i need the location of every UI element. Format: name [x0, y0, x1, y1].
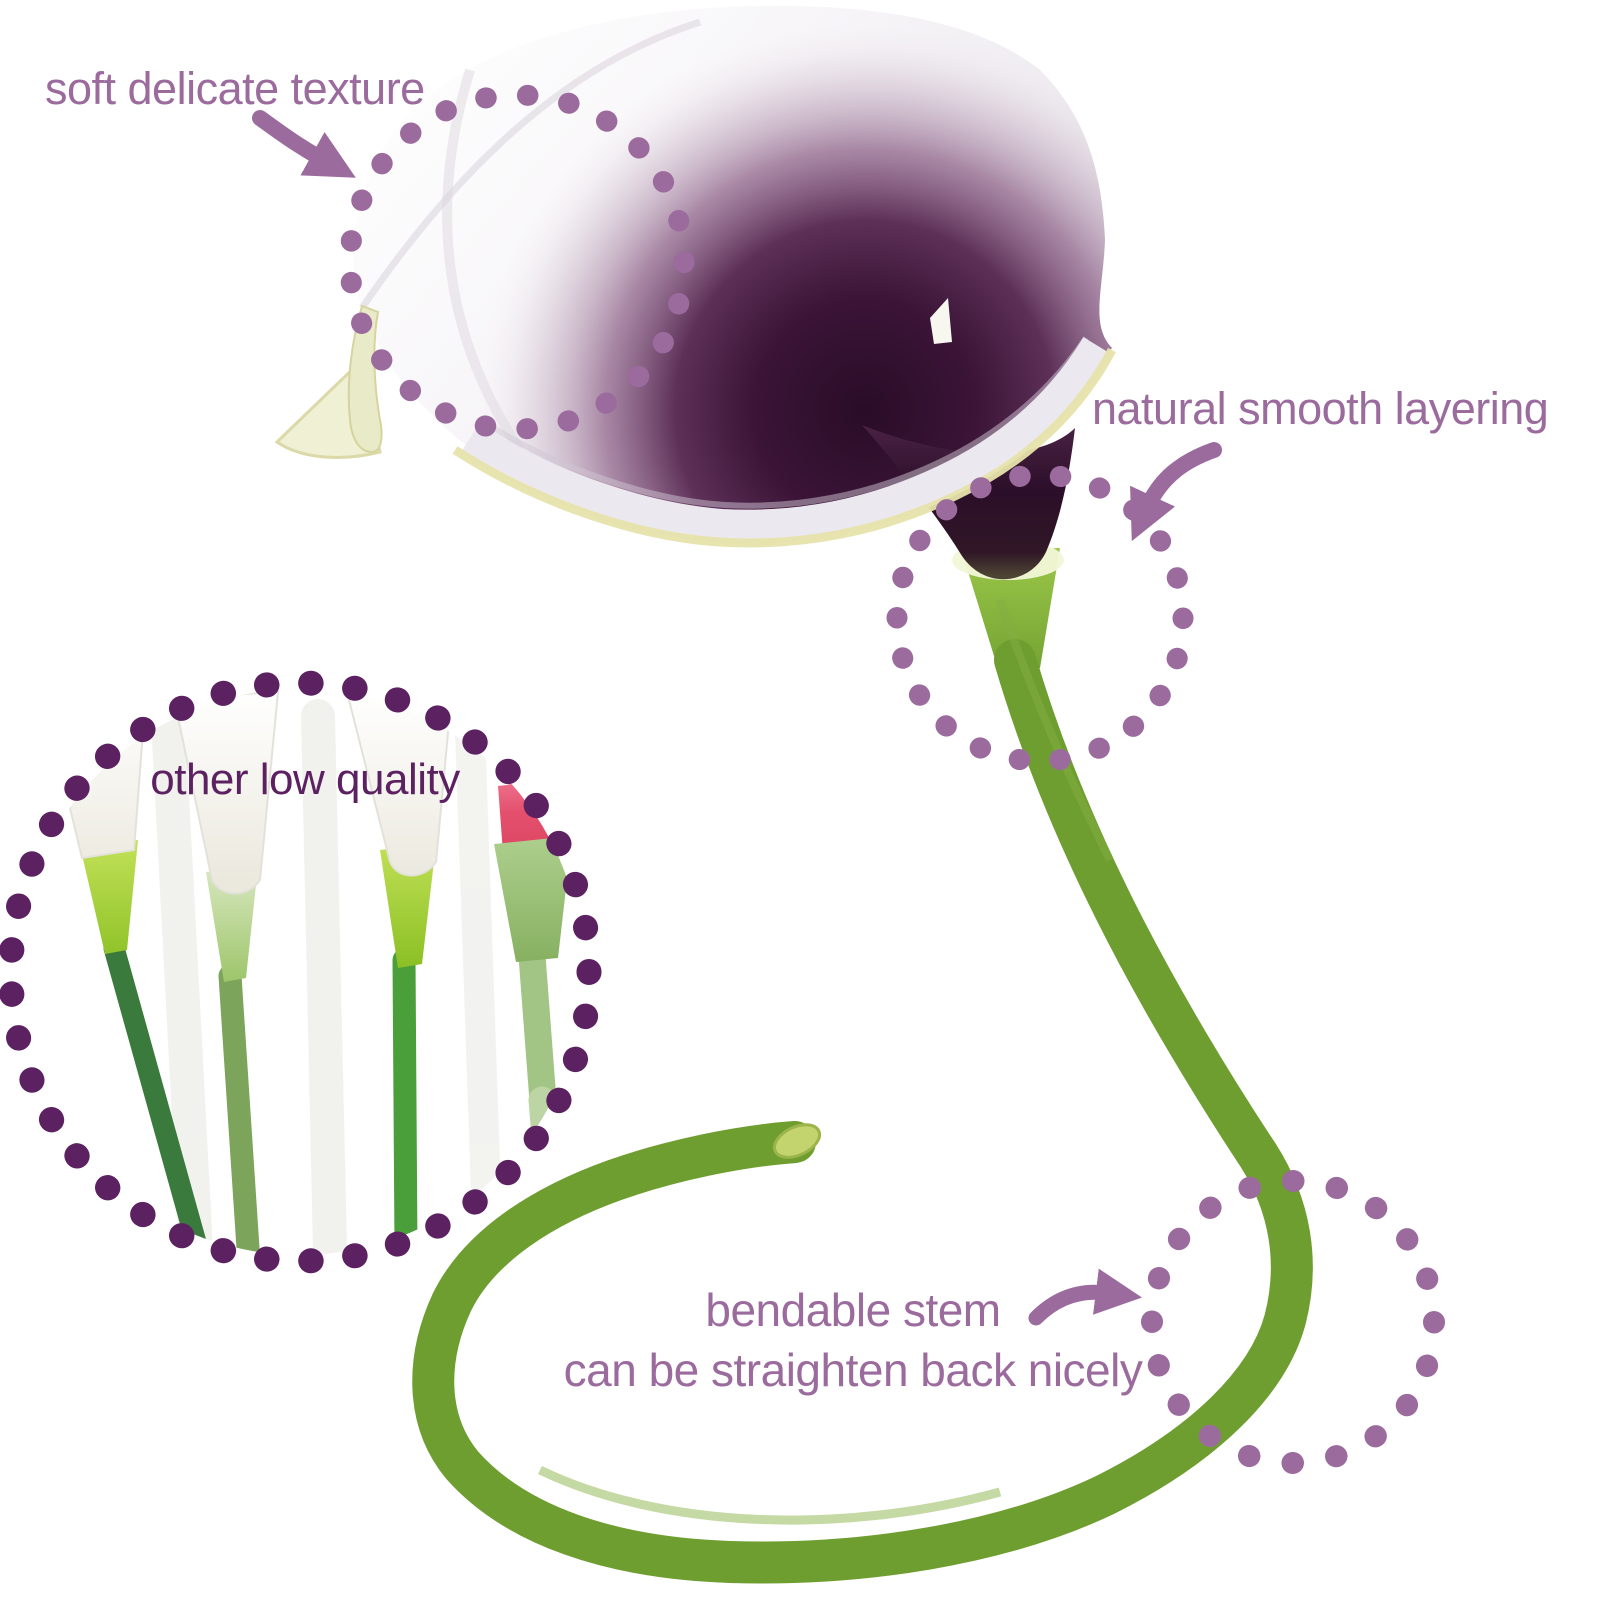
low-quality-label: other low quality — [150, 755, 460, 804]
stem-curve — [412, 639, 1313, 1584]
dotted-circle-bendable-stem — [1141, 1170, 1445, 1474]
stem-cut-tip — [772, 1123, 822, 1159]
calla-lily-flower — [274, 5, 1116, 682]
inset-stem-2 — [172, 690, 280, 1255]
curled-petal-tip — [274, 304, 383, 459]
flower-stem — [412, 598, 1313, 1584]
inset-stem-3 — [346, 689, 454, 1255]
smooth-layering-arrow-icon — [1130, 442, 1222, 542]
petal-cream-rim — [452, 347, 1116, 548]
spadix-tip — [930, 298, 952, 344]
stem-top — [962, 548, 1060, 682]
soft-texture-arrow-icon — [252, 110, 356, 178]
annotation-overlays — [252, 84, 1445, 1474]
bendable-stem-label-line2: can be straighten back nicely — [563, 1344, 1143, 1396]
bendable-stem-arrow-icon — [1028, 1268, 1142, 1326]
inset-dotted-ring — [0, 670, 602, 1274]
flower-throat — [353, 5, 1112, 542]
dotted-circle-smooth-layering — [886, 464, 1194, 772]
smooth-layering-label: natural smooth layering — [1092, 383, 1549, 434]
bendable-stem-label-line1: bendable stem — [705, 1284, 1001, 1336]
bendable-stem-label: bendable stem can be straighten back nic… — [478, 1280, 1228, 1400]
soft-texture-label: soft delicate texture — [45, 63, 425, 114]
flower-base-cone — [862, 425, 1075, 580]
petal-rolled-edge — [460, 337, 1113, 544]
dotted-circle-soft-texture — [339, 84, 695, 440]
